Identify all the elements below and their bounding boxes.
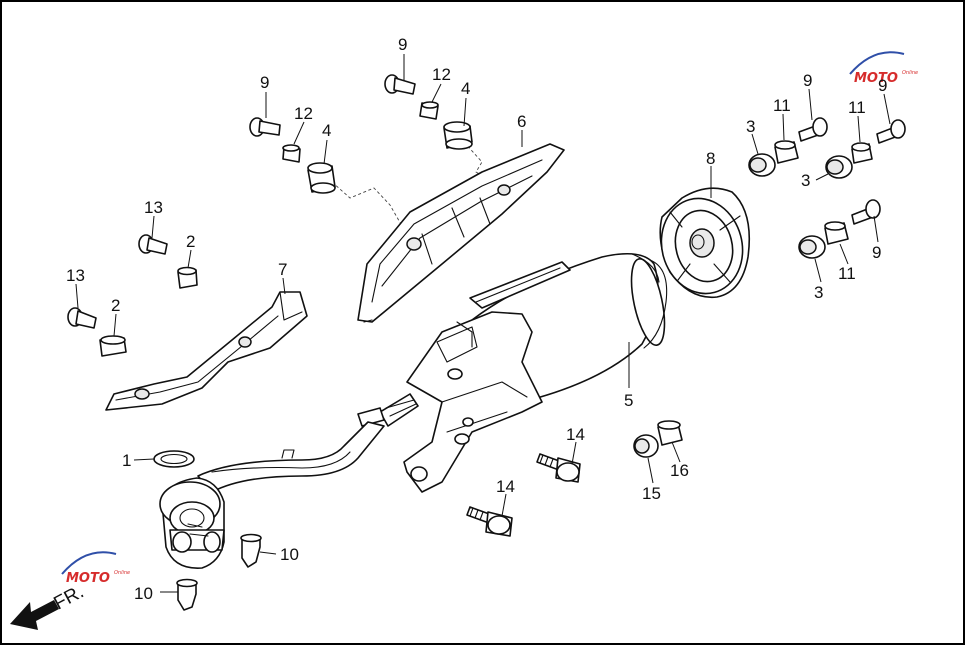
callout-1: 1 bbox=[122, 451, 131, 470]
exhaust-pipe-cover bbox=[105, 291, 308, 411]
callout-10: 10 bbox=[280, 545, 299, 564]
collar-12-b bbox=[419, 101, 439, 120]
callout-leaders bbox=[75, 54, 891, 593]
muffler-protector bbox=[357, 143, 565, 323]
callout-3: 3 bbox=[814, 283, 823, 302]
collar-11-c bbox=[824, 221, 849, 245]
muffler-end-cap bbox=[659, 187, 751, 299]
exhaust-pipe bbox=[159, 421, 385, 569]
muffler bbox=[357, 252, 668, 493]
collar-12-a bbox=[282, 144, 301, 163]
callout-3: 3 bbox=[801, 171, 810, 190]
collar-2-b bbox=[99, 335, 127, 357]
collar-2-a bbox=[177, 266, 198, 289]
bolt-9-right-c bbox=[851, 199, 881, 225]
callout-5: 5 bbox=[624, 391, 633, 410]
callout-7: 7 bbox=[278, 260, 287, 279]
bolt-9-top bbox=[384, 74, 416, 95]
callout-numbers: 9 12 4 6 9 12 4 13 2 13 2 7 1 5 8 3 11 9… bbox=[66, 35, 887, 603]
damper-rubber-4-a bbox=[307, 162, 336, 194]
callout-9: 9 bbox=[398, 35, 407, 54]
callout-9: 9 bbox=[803, 71, 812, 90]
callout-13: 13 bbox=[66, 266, 85, 285]
callout-10: 10 bbox=[134, 584, 153, 603]
callout-9: 9 bbox=[878, 76, 887, 95]
callout-9: 9 bbox=[872, 243, 881, 262]
exhaust-gasket bbox=[153, 450, 195, 468]
callout-13: 13 bbox=[144, 198, 163, 217]
svg-text:MOTO: MOTO bbox=[854, 71, 898, 86]
callout-11: 11 bbox=[848, 98, 866, 117]
callout-2: 2 bbox=[111, 296, 120, 315]
flange-bolt-14-a bbox=[536, 453, 581, 483]
damper-rubber-3-b bbox=[825, 155, 853, 179]
damper-rubber-3-a bbox=[748, 153, 776, 177]
callout-12: 12 bbox=[432, 65, 451, 84]
bolt-13-a bbox=[138, 234, 168, 255]
svg-text:Online: Online bbox=[902, 70, 918, 76]
callout-12: 12 bbox=[294, 104, 313, 123]
svg-text:MOTO: MOTO bbox=[66, 571, 110, 586]
bolt-9-right-b bbox=[876, 119, 906, 144]
bolt-9-right-a bbox=[798, 117, 828, 142]
damper-rubber-4-b bbox=[443, 121, 473, 150]
callout-14: 14 bbox=[566, 425, 585, 444]
callout-4: 4 bbox=[461, 79, 470, 98]
callout-8: 8 bbox=[706, 149, 715, 168]
watermark-logo-bottom: MOTO Online bbox=[61, 551, 130, 586]
callout-11: 11 bbox=[838, 264, 856, 283]
collar-11-b bbox=[851, 142, 873, 164]
damper-rubber-15 bbox=[633, 434, 659, 458]
callout-15: 15 bbox=[642, 484, 661, 503]
damper-rubber-3-c bbox=[798, 235, 826, 259]
callout-2: 2 bbox=[186, 232, 195, 251]
callout-4: 4 bbox=[322, 121, 331, 140]
svg-text:Online: Online bbox=[114, 570, 130, 576]
watermark-logo-top: MOTO Online bbox=[849, 51, 918, 86]
front-direction-arrow: FR. bbox=[10, 582, 87, 630]
collar-11-a bbox=[774, 140, 799, 164]
flange-bolt-14-b bbox=[466, 506, 513, 537]
callout-16: 16 bbox=[670, 461, 689, 480]
callout-9: 9 bbox=[260, 73, 269, 92]
callout-14: 14 bbox=[496, 477, 515, 496]
bolt-13-b bbox=[67, 307, 97, 329]
callout-11: 11 bbox=[773, 96, 791, 115]
clip-10-b bbox=[176, 578, 198, 611]
callout-6: 6 bbox=[517, 112, 526, 131]
bolt-9-left-a bbox=[249, 117, 281, 137]
callout-3: 3 bbox=[746, 117, 755, 136]
clip-10-a bbox=[240, 533, 262, 568]
collar-16 bbox=[657, 420, 683, 446]
